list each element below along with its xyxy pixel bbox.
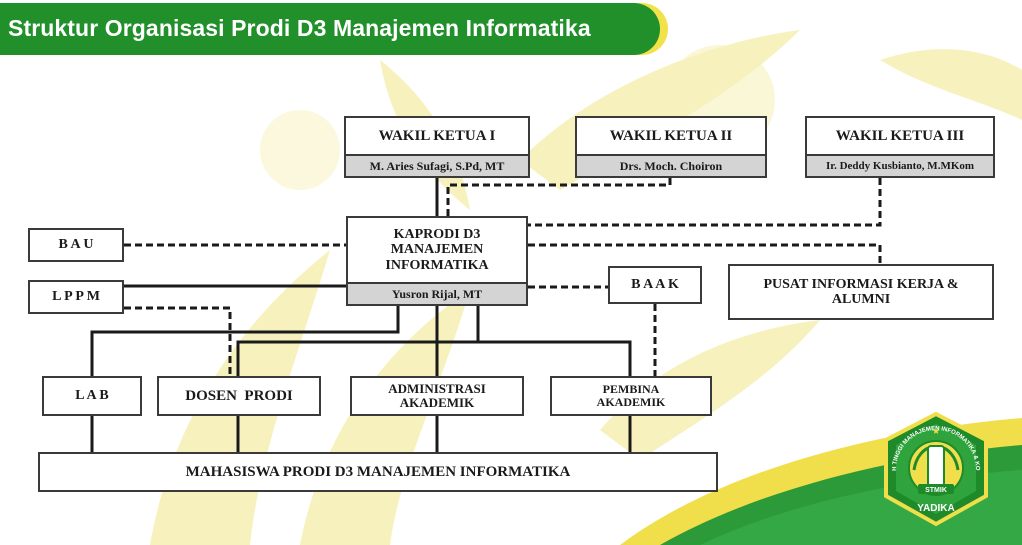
administrasi-box: ADMINISTRASI AKADEMIK bbox=[350, 376, 524, 416]
logo-badge: STMIK bbox=[925, 487, 947, 494]
wakil-ketua-1-label: WAKIL KETUA I bbox=[378, 127, 496, 144]
line-kaprodi-dosen bbox=[236, 304, 480, 378]
administrasi-label: ADMINISTRASI AKADEMIK bbox=[388, 380, 486, 410]
logo-star-icon: ★ bbox=[932, 426, 940, 436]
dashed-kaprodi-pusat bbox=[528, 243, 882, 264]
lab-label: L A B bbox=[75, 388, 109, 404]
stmik-yadika-logo: STMIK SEKOLAH TINGGI MANAJEMEN INFORMATI… bbox=[876, 412, 988, 527]
dashed-wakil3-kaprodi bbox=[528, 178, 882, 227]
title-banner: Struktur Organisasi Prodi D3 Manajemen I… bbox=[0, 3, 660, 55]
line-kaprodi-lab bbox=[90, 304, 400, 378]
wakil-ketua-2-box: WAKIL KETUA II Drs. Moch. Choiron bbox=[575, 116, 767, 178]
pusat-box: PUSAT INFORMASI KERJA & ALUMNI bbox=[728, 264, 994, 320]
baak-box: B A A K bbox=[608, 266, 702, 304]
dosen-prodi-box: DOSEN PRODI bbox=[157, 376, 321, 416]
kaprodi-label: KAPRODI D3 MANAJEMEN INFORMATIKA bbox=[385, 226, 489, 273]
lppm-label: L P P M bbox=[52, 289, 100, 305]
page-title: Struktur Organisasi Prodi D3 Manajemen I… bbox=[8, 15, 591, 41]
wakil-ketua-1-name: M. Aries Sufagi, S.Pd, MT bbox=[346, 154, 528, 176]
wakil-ketua-3-box: WAKIL KETUA III Ir. Deddy Kusbianto, M.M… bbox=[805, 116, 995, 178]
logo-bottom-text: YADIKA bbox=[917, 503, 954, 514]
wakil-ketua-3-name: Ir. Deddy Kusbianto, M.MKom bbox=[807, 154, 993, 176]
pusat-label: PUSAT INFORMASI KERJA & ALUMNI bbox=[763, 276, 959, 307]
dosen-prodi-label: DOSEN PRODI bbox=[185, 387, 293, 404]
mahasiswa-label: MAHASISWA PRODI D3 MANAJEMEN INFORMATIKA bbox=[185, 463, 571, 480]
baak-label: B A A K bbox=[631, 277, 679, 293]
pembina-box: PEMBINA AKADEMIK bbox=[550, 376, 712, 416]
kaprodi-box: KAPRODI D3 MANAJEMEN INFORMATIKA Yusron … bbox=[346, 216, 528, 306]
dashed-lppm-dosen bbox=[124, 306, 232, 378]
wakil-ketua-1-box: WAKIL KETUA I M. Aries Sufagi, S.Pd, MT bbox=[344, 116, 530, 178]
wakil-ketua-2-label: WAKIL KETUA II bbox=[609, 127, 733, 144]
dashed-wakil2-kaprodi bbox=[446, 178, 672, 218]
wakil-ketua-2-name: Drs. Moch. Choiron bbox=[577, 154, 765, 176]
wakil-ketua-3-label: WAKIL KETUA III bbox=[835, 127, 965, 144]
lab-box: L A B bbox=[42, 376, 142, 416]
lppm-box: L P P M bbox=[28, 280, 124, 314]
bau-label: B A U bbox=[58, 237, 94, 253]
pembina-label: PEMBINA AKADEMIK bbox=[596, 381, 666, 409]
bau-box: B A U bbox=[28, 228, 124, 262]
mahasiswa-box: MAHASISWA PRODI D3 MANAJEMEN INFORMATIKA bbox=[38, 452, 718, 492]
line-kaprodi-pembina bbox=[478, 340, 632, 378]
kaprodi-name: Yusron Rijal, MT bbox=[348, 282, 526, 304]
